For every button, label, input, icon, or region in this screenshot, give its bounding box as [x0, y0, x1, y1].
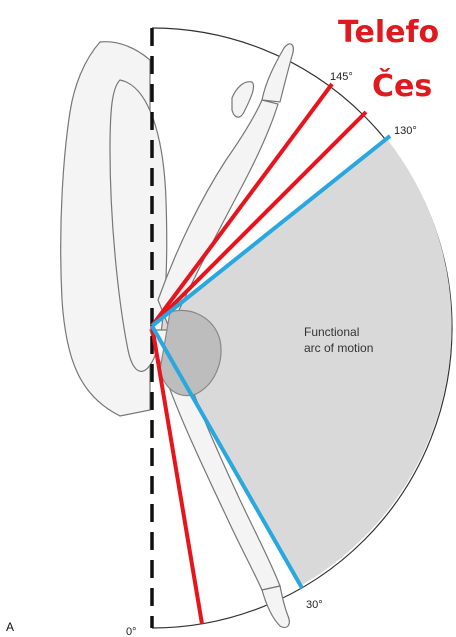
angle-label-0: 0° [126, 626, 137, 637]
angle-label-130: 130° [394, 125, 417, 137]
overlay-title-line2: Čes [372, 67, 432, 104]
overlay-title-line1: Telefo [338, 15, 439, 50]
panel-letter: A [6, 620, 14, 634]
angle-label-30: 30° [306, 599, 323, 611]
functional-arc-label-line1: Functional [304, 325, 359, 339]
functional-arc-label-line2: arc of motion [304, 341, 373, 355]
angle-label-145: 145° [330, 71, 353, 83]
